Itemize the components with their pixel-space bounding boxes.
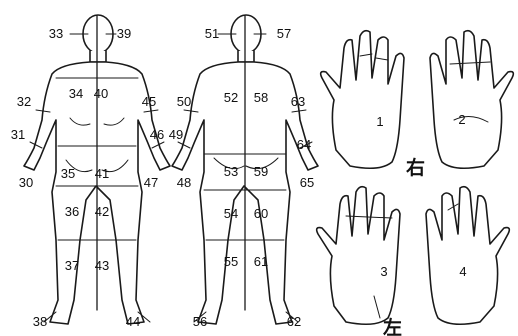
left-hand-label: 左 bbox=[383, 316, 402, 336]
hand-3 bbox=[317, 187, 400, 325]
back-label-54: 54 bbox=[224, 206, 238, 221]
front-label-30: 30 bbox=[19, 175, 33, 190]
hand-label-4: 4 bbox=[459, 264, 466, 279]
front-label-32: 32 bbox=[17, 94, 31, 109]
front-label-42: 42 bbox=[95, 204, 109, 219]
front-label-35: 35 bbox=[61, 166, 75, 181]
hand-4 bbox=[426, 187, 509, 325]
front-label-47: 47 bbox=[144, 175, 158, 190]
front-label-31: 31 bbox=[11, 127, 25, 142]
front-label-40: 40 bbox=[94, 86, 108, 101]
back-label-58: 58 bbox=[254, 90, 268, 105]
back-label-64: 64 bbox=[297, 137, 311, 152]
back-label-57: 57 bbox=[277, 26, 291, 41]
back-label-49: 49 bbox=[169, 127, 183, 142]
back-label-53: 53 bbox=[224, 164, 238, 179]
back-label-52: 52 bbox=[224, 90, 238, 105]
front-label-37: 37 bbox=[65, 258, 79, 273]
back-label-59: 59 bbox=[254, 164, 268, 179]
hand-label-1: 1 bbox=[376, 114, 383, 129]
front-label-36: 36 bbox=[65, 204, 79, 219]
front-label-34: 34 bbox=[69, 86, 83, 101]
hand-label-3: 3 bbox=[380, 264, 387, 279]
front-label-45: 45 bbox=[142, 94, 156, 109]
hand-1 bbox=[321, 31, 404, 169]
front-label-43: 43 bbox=[95, 258, 109, 273]
back-label-50: 50 bbox=[177, 94, 191, 109]
front-label-33: 33 bbox=[49, 26, 63, 41]
front-label-44: 44 bbox=[126, 314, 140, 329]
back-body-figure bbox=[172, 15, 318, 324]
front-label-39: 39 bbox=[117, 26, 131, 41]
back-label-51: 51 bbox=[205, 26, 219, 41]
back-label-63: 63 bbox=[291, 94, 305, 109]
front-label-46: 46 bbox=[150, 127, 164, 142]
hand-label-2: 2 bbox=[458, 112, 465, 127]
back-label-61: 61 bbox=[254, 254, 268, 269]
back-label-56: 56 bbox=[193, 314, 207, 329]
right-hand-label: 右 bbox=[405, 156, 425, 179]
back-label-65: 65 bbox=[300, 175, 314, 190]
front-label-38: 38 bbox=[33, 314, 47, 329]
back-label-48: 48 bbox=[177, 175, 191, 190]
front-label-41: 41 bbox=[95, 166, 109, 181]
back-label-60: 60 bbox=[254, 206, 268, 221]
back-label-55: 55 bbox=[224, 254, 238, 269]
back-label-62: 62 bbox=[287, 314, 301, 329]
hand-2 bbox=[430, 31, 513, 169]
